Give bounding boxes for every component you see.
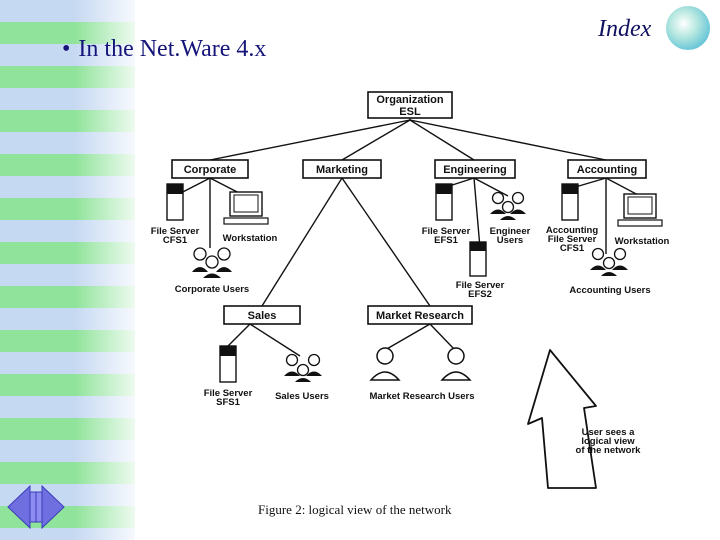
acc-ws-label: Workstation xyxy=(615,236,670,247)
users-group-icon xyxy=(590,247,628,276)
server-icon xyxy=(469,241,487,277)
ou-market-research-label: Market Research xyxy=(376,310,464,322)
ou-engineering-label: Engineering xyxy=(443,164,507,176)
ou-sales-label: Sales xyxy=(248,310,277,322)
globe-icon[interactable] xyxy=(666,6,710,50)
view-text-2: logical view xyxy=(581,436,635,447)
acc-fs-label-2: File Server xyxy=(548,234,597,245)
server-icon xyxy=(219,345,237,383)
ou-marketing-label: Marketing xyxy=(316,164,368,176)
workstation-icon xyxy=(223,191,269,225)
figure-caption: Figure 2: logical view of the network xyxy=(258,502,452,517)
ou-corporate-box: Corporate xyxy=(171,159,249,179)
corp-users-label: Corporate Users xyxy=(175,284,249,295)
network-diagram: Organization ESL Corporate Marketing Eng… xyxy=(151,91,670,489)
org-root-line2: ESL xyxy=(399,106,421,118)
acc-fs-label-1: Accounting xyxy=(546,225,598,236)
arrow-icon xyxy=(527,349,597,489)
acc-users-label: Accounting Users xyxy=(569,285,650,296)
ou-corporate-label: Corporate xyxy=(184,164,237,176)
org-root-line1: Organization xyxy=(376,94,444,106)
eng-fs2-label-1: File Server xyxy=(456,280,505,291)
eng-users-label-1: Engineer xyxy=(490,226,531,237)
sales-fs-label-1: File Server xyxy=(204,388,253,399)
index-link[interactable]: Index xyxy=(598,16,652,42)
users-group-icon xyxy=(192,247,232,278)
ou-accounting-label: Accounting xyxy=(577,164,638,176)
corp-fs-label-2: CFS1 xyxy=(163,235,188,246)
title-text: In the Net.Ware 4.x xyxy=(78,36,267,62)
eng-fs-label-2: EFS1 xyxy=(434,235,458,246)
sales-fs-label-2: SFS1 xyxy=(216,397,240,408)
corp-ws-label: Workstation xyxy=(223,233,278,244)
ou-sales-box: Sales xyxy=(223,305,301,325)
mr-users-label: Market Research Users xyxy=(369,391,474,402)
ou-marketing-box: Marketing xyxy=(302,159,382,179)
view-text-3: of the network xyxy=(576,445,642,456)
decorative-side-bar xyxy=(0,0,135,540)
title-bullet: • xyxy=(62,36,71,62)
workstation-icon xyxy=(617,193,663,227)
ou-market-research-box: Market Research xyxy=(367,305,473,325)
eng-fs2-label-2: EFS2 xyxy=(468,289,492,300)
view-text-1: User sees a xyxy=(582,427,636,438)
slide-title: • In the Net.Ware 4.x xyxy=(62,36,266,63)
ou-engineering-box: Engineering xyxy=(434,159,516,179)
eng-fs-label-1: File Server xyxy=(422,226,471,237)
corp-fs-label-1: File Server xyxy=(151,226,200,237)
server-icon xyxy=(435,183,453,221)
users-group-icon xyxy=(490,191,526,220)
user-icon xyxy=(369,347,401,381)
server-icon xyxy=(561,183,579,221)
user-icon xyxy=(440,347,472,381)
eng-users-label-2: Users xyxy=(497,235,523,246)
slide-navigation xyxy=(7,484,65,530)
sales-users-label: Sales Users xyxy=(275,391,329,402)
prev-slide-button[interactable] xyxy=(7,484,37,530)
next-slide-button[interactable] xyxy=(35,484,65,530)
org-root-box: Organization ESL xyxy=(367,91,453,119)
users-group-icon xyxy=(284,353,322,382)
server-icon xyxy=(166,183,184,221)
acc-fs-label-3: CFS1 xyxy=(560,243,585,254)
ou-accounting-box: Accounting xyxy=(567,159,647,179)
